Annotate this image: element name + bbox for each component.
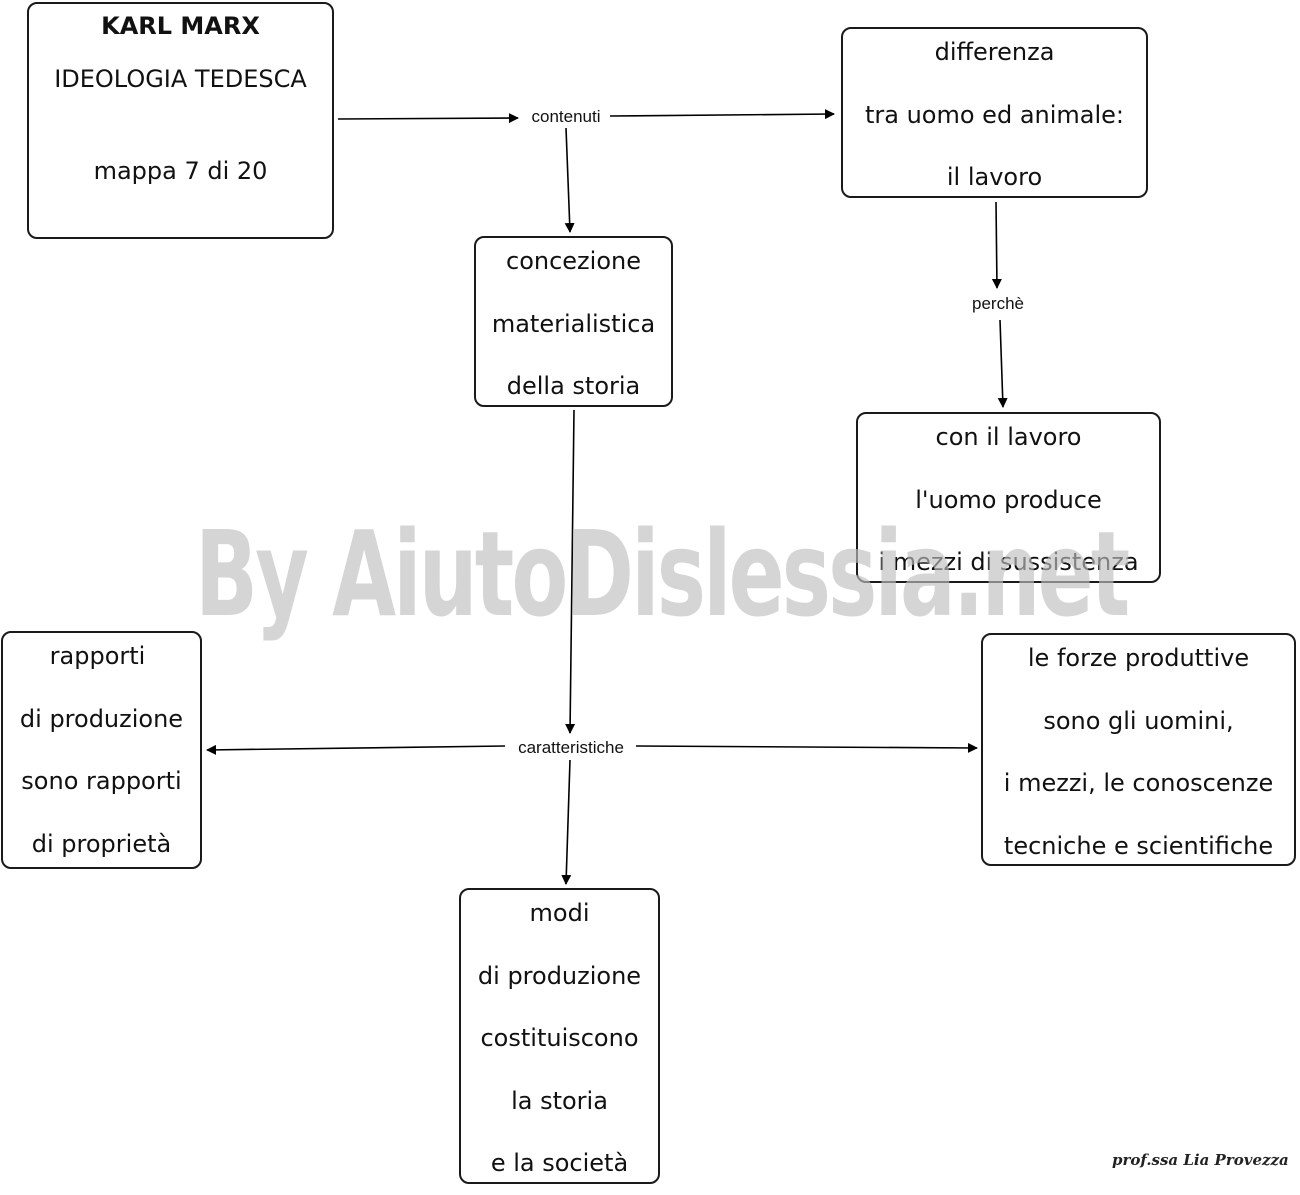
node-differenza-line-3: il lavoro [946,163,1043,191]
edge-perche-to-lavoro [997,319,1008,408]
node-forze-line-4: tecniche e scientifiche [1003,831,1274,860]
node-forze-line-3: i mezzi, le conoscenze [1003,769,1274,797]
node-lavoro: con il lavoro l'uomo produce i mezzi di … [856,412,1161,583]
node-concezione: concezione materialistica della storia [474,236,673,407]
node-rapporti-line-3: sono rapporti [21,767,182,795]
node-title-line-1: IDEOLOGIA TEDESCA [54,65,307,93]
author-signature: prof.ssa Lia Provezza [1112,1151,1289,1169]
edge-concezione-to-caratteristiche [565,409,576,734]
node-concezione-line-2: materialistica [491,309,656,338]
node-concezione-line-1: concezione [506,247,641,275]
link-label-perche: perchè [968,294,1028,314]
node-rapporti-line-1: rapporti [49,642,146,670]
node-modi-line-3: costituiscono [480,1024,639,1052]
edge-differenza-to-perche [991,201,1002,289]
node-concezione-line-3: della storia [506,372,641,400]
node-forze-line-1: le forze produttive [1027,644,1250,672]
node-title-line-2: mappa 7 di 20 [93,157,268,185]
link-label-caratteristiche: caratteristiche [514,738,628,758]
link-label-contenuti: contenuti [527,107,605,127]
node-forze-line-2: sono gli uomini, [1043,706,1234,735]
node-title-heading: KARL MARX [101,12,260,40]
node-lavoro-line-2: l'uomo produce [915,485,1102,514]
edge-title-to-contenuti [337,113,519,124]
node-lavoro-line-3: i mezzi di sussistenza [878,548,1139,576]
node-modi-line-4: la storia [511,1086,608,1115]
node-rapporti: rapporti di produzione sono rapporti di … [1,631,202,869]
edge-caratteristiche-to-forze [635,742,978,753]
edge-caratteristiche-to-rapporti [206,744,506,755]
node-differenza: differenza tra uomo ed animale: il lavor… [841,27,1148,198]
edge-contenuti-to-concezione [564,127,575,233]
node-title: KARL MARX IDEOLOGIA TEDESCA mappa 7 di 2… [27,2,334,239]
node-modi-line-2: di produzione [477,961,642,990]
node-rapporti-line-4: di proprietà [31,829,172,858]
node-modi: modi di produzione costituiscono la stor… [459,888,660,1184]
node-rapporti-line-2: di produzione [19,704,184,733]
node-modi-line-5: e la società [490,1149,629,1177]
edge-contenuti-to-differenza [609,109,835,120]
node-lavoro-line-1: con il lavoro [935,423,1082,451]
node-differenza-line-1: differenza [934,38,1055,66]
node-forze: le forze produttive sono gli uomini, i m… [981,633,1296,866]
node-differenza-line-2: tra uomo ed animale: [864,100,1125,129]
edge-caratteristiche-to-modi [561,759,572,885]
node-modi-line-1: modi [529,899,590,927]
